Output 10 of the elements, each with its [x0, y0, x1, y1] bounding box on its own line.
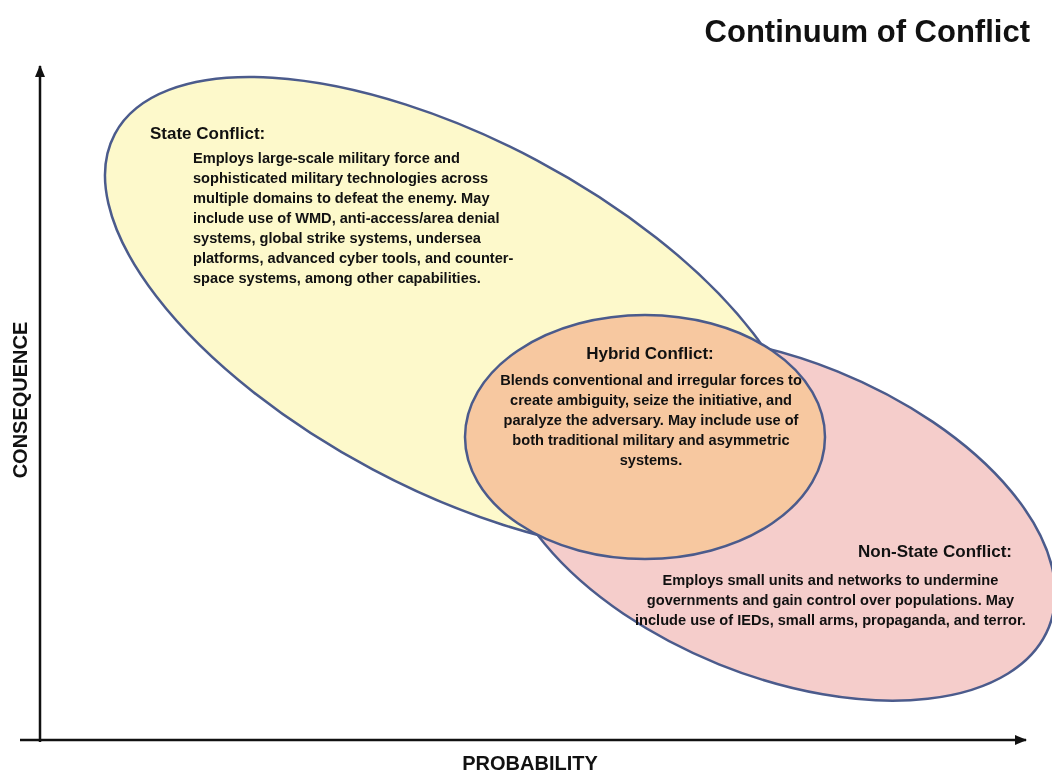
region-description: Employs large-scale military force and sophisticated military technologies across multiple domains to defeat the enemy. May include use of WMD, anti-access/area denial systems, global strike systems, undersea platforms, advanced cyber tools, and counter-space systems, among other capabilities. [193, 149, 515, 288]
axis-label: CONSEQUENCE [8, 321, 32, 479]
region-heading: Non-State Conflict: [857, 542, 1012, 562]
region-heading: Hybrid Conflict: [585, 344, 715, 364]
ellipse-region [465, 315, 825, 559]
axis-label: PROBABILITY [462, 752, 598, 775]
region-heading: State Conflict: [150, 124, 267, 144]
region-description: Blends conventional and irregular forces to create ambiguity, seize the initiative, and paralyze the adversary. May include use of both traditional military and asymmetric systems. [499, 371, 803, 470]
chart-title: Continuum of Conflict [704, 14, 1030, 50]
region-description: Employs small units and networks to undermine governments and gain control over populations. May include use of IEDs, small arms, propaganda, and terror. [634, 571, 1027, 630]
